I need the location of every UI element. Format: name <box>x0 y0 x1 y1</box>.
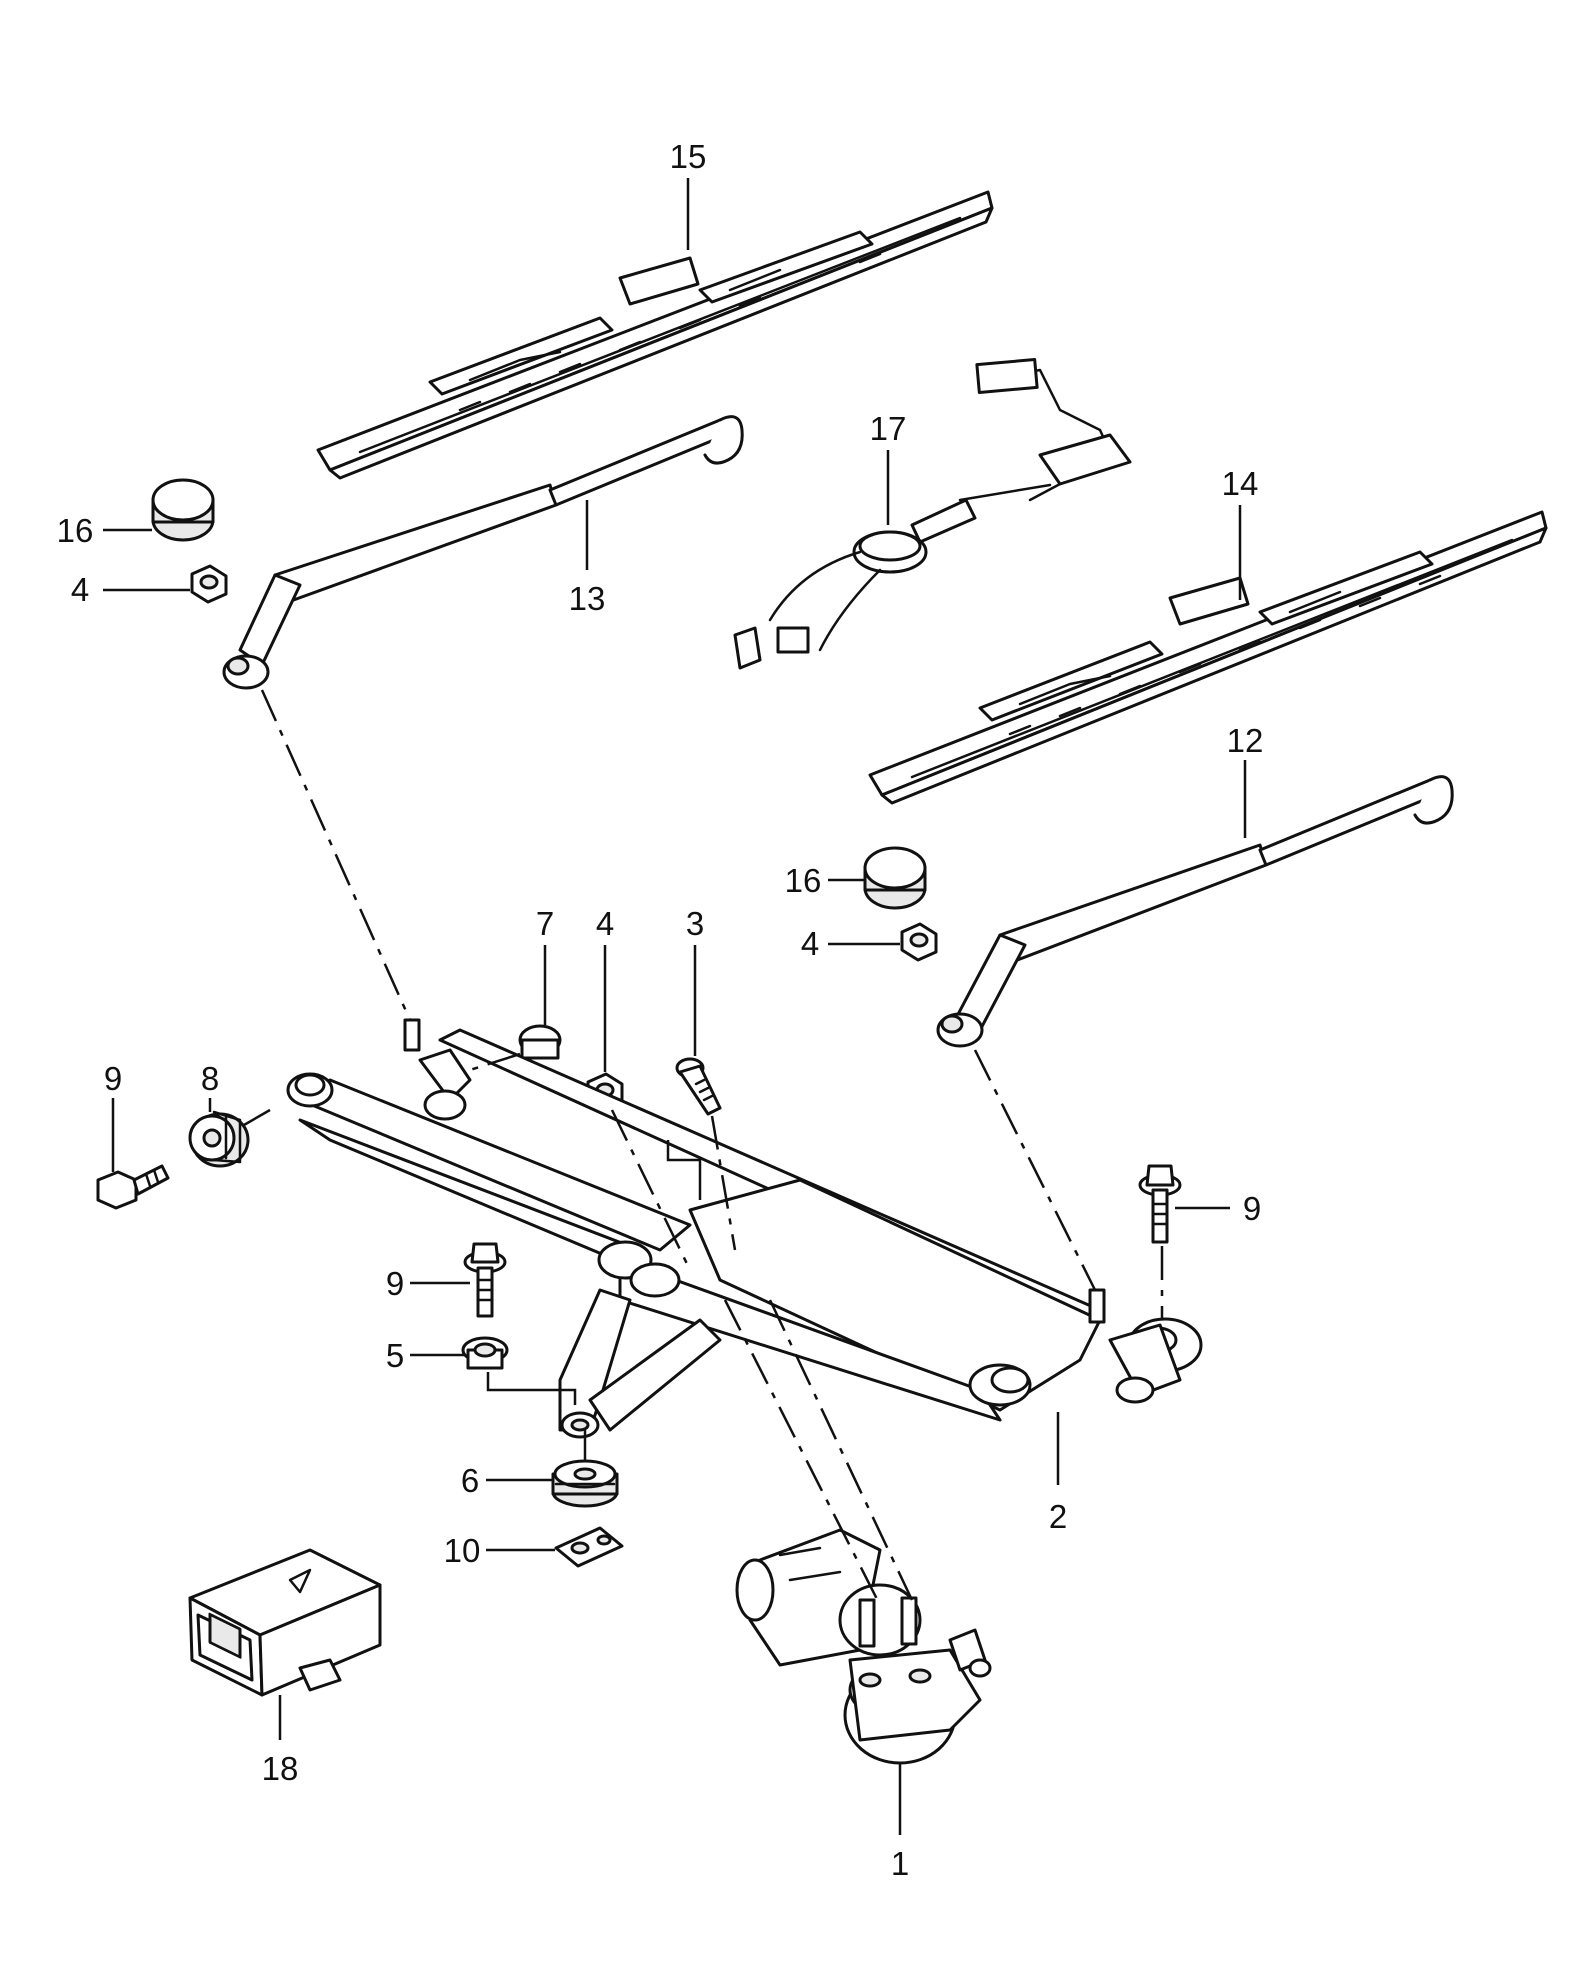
callout-18: 18 <box>262 1750 299 1787</box>
callout-9-center: 9 <box>386 1265 404 1302</box>
wiper-blade-upper[interactable] <box>316 190 994 480</box>
callout-8: 8 <box>201 1060 219 1097</box>
arm-cap-right[interactable] <box>863 846 927 910</box>
leader-lines <box>103 178 1247 1835</box>
retaining-clip[interactable] <box>518 1024 562 1060</box>
assembly-lines <box>243 689 1164 1606</box>
rubber-bushing[interactable] <box>188 1110 250 1168</box>
callout-16-right: 16 <box>785 862 822 899</box>
callout-5: 5 <box>386 1337 404 1374</box>
hex-nut-left[interactable] <box>190 564 228 604</box>
callout-13: 13 <box>569 580 606 617</box>
callout-10: 10 <box>444 1532 481 1569</box>
callout-12: 12 <box>1227 722 1264 759</box>
spacer-sleeve[interactable] <box>461 1336 509 1370</box>
callout-4-left: 4 <box>71 571 89 608</box>
washer-nozzle-hose[interactable] <box>733 358 1132 670</box>
callout-4-center: 4 <box>596 905 614 942</box>
callout-4-right: 4 <box>801 925 819 962</box>
callout-16-left: 16 <box>57 512 94 549</box>
callout-1: 1 <box>891 1845 909 1882</box>
callout-15: 15 <box>670 138 707 175</box>
callout-labels: 15 17 14 16 4 13 12 16 4 7 4 3 9 8 9 9 5… <box>57 138 1264 1882</box>
rubber-grommet[interactable] <box>551 1459 619 1508</box>
wiper-arm-right[interactable] <box>936 775 1454 1048</box>
callout-17: 17 <box>870 410 907 447</box>
wiper-blade-lower[interactable] <box>868 510 1548 805</box>
control-unit-box[interactable] <box>188 1548 382 1697</box>
flange-bolt-left[interactable] <box>96 1164 170 1210</box>
callout-3: 3 <box>686 905 704 942</box>
callout-7: 7 <box>536 905 554 942</box>
wiper-arm-left[interactable] <box>222 415 744 690</box>
callout-9-right: 9 <box>1243 1190 1261 1227</box>
wiper-linkage-frame[interactable] <box>286 1018 1203 1439</box>
callout-2: 2 <box>1049 1498 1067 1535</box>
callout-14: 14 <box>1222 465 1259 502</box>
flange-bolt-center[interactable] <box>463 1242 507 1318</box>
callout-6: 6 <box>461 1462 479 1499</box>
flange-bolt-right[interactable] <box>1138 1164 1182 1244</box>
callout-9-left: 9 <box>104 1060 122 1097</box>
hex-nut-right[interactable] <box>900 922 938 962</box>
wiper-motor[interactable] <box>735 1528 992 1765</box>
screw[interactable] <box>675 1057 722 1116</box>
arm-cap-left[interactable] <box>151 478 215 542</box>
clip-plate[interactable] <box>554 1526 624 1568</box>
